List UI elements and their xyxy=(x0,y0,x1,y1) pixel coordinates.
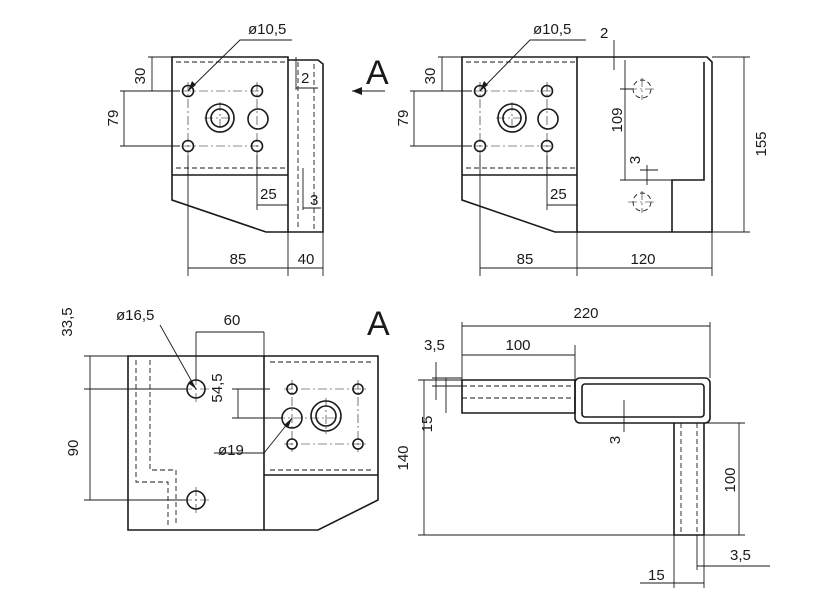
front-top-offset: 30 xyxy=(132,68,149,85)
side-bracket-outline xyxy=(461,56,578,233)
front-flange-thk: 2 xyxy=(301,70,309,87)
top-leg xyxy=(673,423,705,536)
view-a-hole-x: 60 xyxy=(224,312,241,329)
side-hole-dia: ø10,5 xyxy=(533,21,571,38)
front-outline xyxy=(171,56,289,233)
top-height: 140 xyxy=(395,445,412,470)
view-a: A 33,5 ø16,5 60 54,5 ø19 90 xyxy=(59,305,390,531)
view-a-med-hole: ø19 xyxy=(218,442,244,459)
side-width: 85 xyxy=(517,251,534,268)
front-pitch: 25 xyxy=(260,186,277,203)
side-top-offset: 30 xyxy=(422,68,439,85)
side-hole-spacing: 79 xyxy=(395,110,412,127)
section-arrow-label: A xyxy=(366,54,389,92)
top-section-h: 15 xyxy=(419,416,436,433)
front-flange-gap: 3 xyxy=(310,192,318,209)
view-a-top-offset: 33,5 xyxy=(59,307,76,336)
side-pitch: 25 xyxy=(550,186,567,203)
view-a-title: A xyxy=(367,305,390,343)
top-box-inner xyxy=(581,383,705,418)
front-flange xyxy=(288,59,324,233)
front-hole-dia: ø10,5 xyxy=(248,21,286,38)
side-depth: 120 xyxy=(630,251,655,268)
view-a-bracket xyxy=(264,355,379,531)
side-view: ø10,5 30 79 2 109 3 25 155 85 120 xyxy=(395,21,770,276)
side-slot-pitch: 109 xyxy=(609,107,626,132)
front-hole-spacing: 79 xyxy=(105,110,122,127)
top-thk: 3,5 xyxy=(424,337,445,354)
top-leg-w: 15 xyxy=(648,567,665,584)
front-view: ø10,5 30 79 2 25 3 85 40 A xyxy=(105,21,389,276)
top-inner: 100 xyxy=(505,337,530,354)
view-a-big-hole: ø16,5 xyxy=(116,307,154,324)
top-view: 220 3,5 100 15 3 140 100 3,5 15 xyxy=(395,305,770,588)
front-width: 85 xyxy=(230,251,247,268)
top-leg-len: 100 xyxy=(722,467,739,492)
top-box-outer xyxy=(574,377,711,424)
side-plate-thk: 2 xyxy=(600,25,608,42)
top-wall: 3 xyxy=(607,436,624,444)
top-thk-right: 3,5 xyxy=(730,547,751,564)
top-total: 220 xyxy=(573,305,598,322)
front-flange-width: 40 xyxy=(298,251,315,268)
top-arm xyxy=(461,379,576,414)
view-a-vertical: 90 xyxy=(65,440,82,457)
side-plate xyxy=(577,56,713,233)
side-height: 155 xyxy=(753,131,770,156)
view-a-hole-y: 54,5 xyxy=(209,373,226,402)
side-slot-step: 3 xyxy=(627,156,644,164)
